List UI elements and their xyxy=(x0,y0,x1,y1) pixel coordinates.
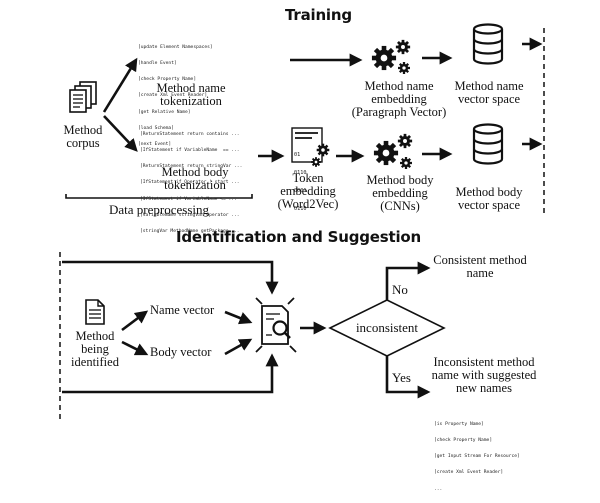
document-stack-icon xyxy=(69,81,97,113)
method-corpus-label: Method corpus xyxy=(63,123,103,150)
name-vector-to-checker-arrow xyxy=(224,310,253,325)
token-embedding-label: Token embedding (Word2Vec) xyxy=(277,171,339,211)
no-label: No xyxy=(392,282,408,297)
token-bits: 01 0110 0001 0110 xyxy=(294,152,307,212)
method-body-embedding-label: Method body embedding (CNNs) xyxy=(366,173,434,213)
bottom-loop-arrow xyxy=(62,353,279,394)
to-body-vector-arrow xyxy=(121,340,149,356)
body-vector-to-checker-arrow xyxy=(224,338,253,356)
consistent-method-name-result: Consistent method name xyxy=(433,253,527,280)
identification-title: Identification and Suggestion xyxy=(176,228,421,246)
token-embedding-icon xyxy=(291,127,330,167)
diagram-graphics xyxy=(59,23,545,420)
body-vector-space-database-icon xyxy=(472,123,504,165)
method-body-snippets: [ReturnStatement return contains ... [If… xyxy=(140,131,243,235)
body-embedding-gear-icon xyxy=(373,133,413,169)
pipeline-diagram: Training Method corpus [update Element N… xyxy=(59,6,545,492)
inspection-magnifier-icon xyxy=(255,297,297,353)
name-vector-space-database-icon xyxy=(472,23,504,65)
preprocessing-bracket xyxy=(65,194,253,199)
name-vector-label: Name vector xyxy=(150,303,215,317)
method-name-vector-space-label: Method name vector space xyxy=(454,79,524,106)
corpus-to-body-arrow xyxy=(103,115,138,152)
method-name-tokenization-label: Method name tokenization xyxy=(156,81,226,108)
data-preprocessing-label: Data preprocessing xyxy=(109,202,209,217)
no-branch-arrow xyxy=(385,261,431,300)
method-name-snippets: [update Element Namespaces] [handle Even… xyxy=(138,44,213,148)
method-body-tokenization-label: Method body tokenization xyxy=(161,165,229,192)
corpus-to-name-arrow xyxy=(102,57,138,113)
method-body-vector-space-label: Method body vector space xyxy=(455,185,523,212)
inconsistent-label: inconsistent xyxy=(355,320,419,335)
method-being-identified-label: Method being identified xyxy=(71,329,119,369)
training-title: Training xyxy=(285,6,352,24)
inconsistent-method-name-result: Inconsistent method name with suggested … xyxy=(431,355,537,395)
top-loop-arrow xyxy=(62,260,279,295)
yes-label: Yes xyxy=(392,370,411,385)
body-vector-label: Body vector xyxy=(150,345,212,359)
suggested-names-list: [is Property Name] [check Property Name]… xyxy=(434,421,520,492)
inconsistent-decision-diamond xyxy=(328,299,446,357)
to-name-vector-arrow xyxy=(121,310,149,332)
method-name-embedding-label: Method name embedding (Paragraph Vector) xyxy=(351,79,447,119)
name-embedding-gear-icon xyxy=(371,39,411,74)
method-document-icon xyxy=(85,299,105,325)
yes-branch-arrow xyxy=(385,356,431,399)
